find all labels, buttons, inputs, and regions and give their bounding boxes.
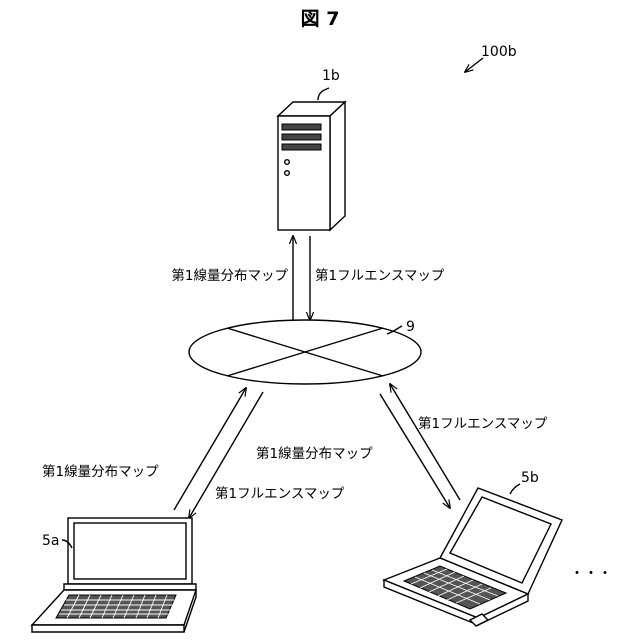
server-ref-leader [318, 88, 329, 100]
terminal-b-ref-label: 5b [521, 470, 539, 486]
server-right-link-label: 第1フルエンスマップ [315, 267, 445, 284]
terminal-a-ref-label: 5a [42, 533, 60, 549]
terminal-b-upper-link-label: 第1フルエンスマップ [418, 415, 548, 432]
terminal-b-lower-link-label: 第1線量分布マップ [256, 445, 373, 462]
network-ellipse [189, 320, 421, 384]
arrow-network-to-terminal-b [380, 394, 450, 508]
server-ref-label: 1b [322, 68, 340, 84]
server-left-link-label: 第1線量分布マップ [171, 267, 288, 284]
network-ref-label: 9 [406, 319, 415, 335]
figure-title: 図 7 [301, 8, 340, 30]
terminal-a-upper-link-label: 第1線量分布マップ [42, 463, 159, 480]
arrow-terminal-b-to-network [390, 384, 460, 500]
system-ref-label: 100b [481, 44, 517, 60]
terminal-b-ref-leader [510, 484, 520, 494]
more-terminals-ellipsis: ・・・ [570, 566, 612, 582]
server-icon [278, 102, 345, 230]
terminal-a-lower-link-label: 第1フルエンスマップ [215, 485, 345, 502]
system-ref-leader [465, 58, 483, 72]
laptop-b-icon [384, 488, 562, 626]
